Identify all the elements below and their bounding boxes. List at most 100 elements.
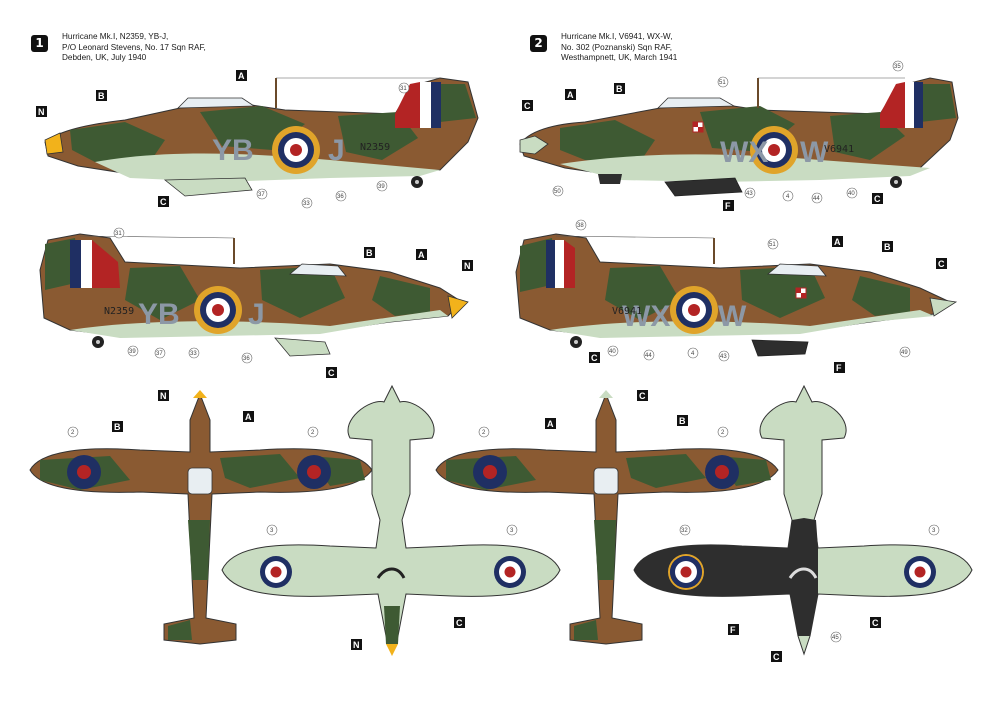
profile-2-caption-line: Hurricane Mk.I, V6941, WX-W,: [561, 32, 673, 41]
svg-text:38: 38: [577, 223, 584, 229]
callout-label: B: [96, 90, 107, 101]
svg-text:B: B: [616, 84, 623, 94]
numbered-callout: 40: [607, 345, 619, 357]
numbered-callout: 33: [188, 347, 200, 359]
fuselage-roundel: [272, 126, 320, 174]
callout-label: C: [872, 193, 883, 204]
profile-2-caption-line: Westhampnett, UK, March 1941: [561, 53, 678, 62]
svg-text:C: C: [872, 618, 879, 628]
profile-2-number-badge: 2: [530, 35, 547, 52]
callout-label: B: [614, 83, 625, 94]
callout-label: C: [637, 390, 648, 401]
profile-2-caption: Hurricane Mk.I, V6941, WX-W, No. 302 (Po…: [561, 32, 677, 64]
callout-label: A: [832, 236, 843, 247]
profile-2-upper-surface-view: [435, 390, 779, 645]
svg-text:F: F: [725, 201, 731, 211]
callout-label: A: [565, 89, 576, 100]
numbered-callout: 39: [376, 180, 388, 192]
svg-text:C: C: [938, 259, 945, 269]
aircraft-code-letter: J: [248, 298, 265, 331]
svg-text:39: 39: [378, 184, 385, 190]
numbered-callout: 38: [575, 219, 587, 231]
numbered-callout: 50: [552, 185, 564, 197]
svg-text:2: 2: [71, 430, 75, 436]
svg-text:43: 43: [746, 191, 753, 197]
numbered-callout: 39: [127, 345, 139, 357]
callout-label: A: [545, 418, 556, 429]
callout-label: C: [522, 100, 533, 111]
aircraft-code-letter: W: [718, 300, 747, 333]
svg-text:39: 39: [129, 349, 136, 355]
callout-label: N: [158, 390, 169, 401]
numbered-callout: 51: [767, 238, 779, 250]
numbered-callout: 3: [928, 524, 940, 536]
svg-text:50: 50: [554, 189, 561, 195]
numbered-callout: 3: [266, 524, 278, 536]
squadron-code-left: YB: [138, 298, 180, 331]
numbered-callout: 4: [687, 347, 699, 359]
numbered-callout: 32: [679, 524, 691, 536]
svg-text:B: B: [366, 248, 373, 258]
numbered-callout: 43: [718, 350, 730, 362]
profile-1-caption-line: P/O Leonard Stevens, No. 17 Sqn RAF,: [62, 42, 206, 52]
callout-label: C: [589, 352, 600, 363]
svg-text:37: 37: [156, 351, 163, 357]
profile-1-upper-surface-view: [29, 390, 373, 645]
svg-text:51: 51: [769, 242, 776, 248]
svg-text:35: 35: [894, 64, 901, 70]
wing-roundel: [494, 556, 526, 588]
svg-text:40: 40: [848, 191, 855, 197]
numbered-callout: 51: [717, 76, 729, 88]
svg-text:A: A: [238, 71, 245, 81]
svg-text:B: B: [884, 242, 891, 252]
callout-label: F: [723, 200, 734, 211]
svg-text:44: 44: [813, 196, 820, 202]
squadron-code-left: WX: [720, 136, 768, 169]
svg-text:C: C: [874, 194, 881, 204]
profile-1-caption-line: Hurricane Mk.I, N2359, YB-J,: [62, 32, 169, 41]
svg-text:3: 3: [510, 528, 514, 534]
svg-text:B: B: [114, 422, 121, 432]
svg-text:40: 40: [609, 349, 616, 355]
callout-label: N: [462, 260, 473, 271]
svg-text:F: F: [730, 625, 736, 635]
callout-label: F: [834, 362, 845, 373]
svg-text:4: 4: [691, 351, 695, 357]
callout-label: C: [454, 617, 465, 628]
aircraft-code-letter: W: [800, 136, 829, 169]
callout-label: F: [728, 624, 739, 635]
numbered-callout: 45: [830, 631, 842, 643]
numbered-callout: 43: [744, 187, 756, 199]
numbered-callout: 2: [307, 426, 319, 438]
squadron-code-left: WX: [622, 300, 670, 333]
numbered-callout: 2: [478, 426, 490, 438]
numbered-callout: 37: [154, 347, 166, 359]
svg-text:36: 36: [337, 194, 344, 200]
callout-label: C: [326, 367, 337, 378]
svg-text:2: 2: [311, 430, 315, 436]
numbered-callout: 2: [717, 426, 729, 438]
squadron-code-left: YB: [212, 134, 254, 167]
profile-1-right-side-view: YB J N2359: [39, 233, 469, 357]
svg-text:C: C: [328, 368, 335, 378]
wing-roundel: [67, 455, 101, 489]
svg-text:4: 4: [786, 194, 790, 200]
wing-roundel: [260, 556, 292, 588]
svg-text:33: 33: [303, 201, 310, 207]
svg-text:N: N: [160, 391, 167, 401]
callout-label: B: [882, 241, 893, 252]
svg-text:31: 31: [115, 231, 122, 237]
numbered-callout: 44: [811, 192, 823, 204]
svg-text:49: 49: [901, 350, 908, 356]
svg-text:3: 3: [932, 528, 936, 534]
callout-label: C: [158, 196, 169, 207]
svg-text:A: A: [418, 250, 425, 260]
fuselage-roundel: [670, 286, 718, 334]
svg-text:C: C: [591, 353, 598, 363]
svg-text:C: C: [773, 652, 780, 662]
wing-roundel: [473, 455, 507, 489]
wing-roundel: [904, 556, 936, 588]
svg-text:36: 36: [243, 356, 250, 362]
svg-text:2: 2: [721, 430, 725, 436]
serial-number: V6941: [612, 306, 642, 317]
